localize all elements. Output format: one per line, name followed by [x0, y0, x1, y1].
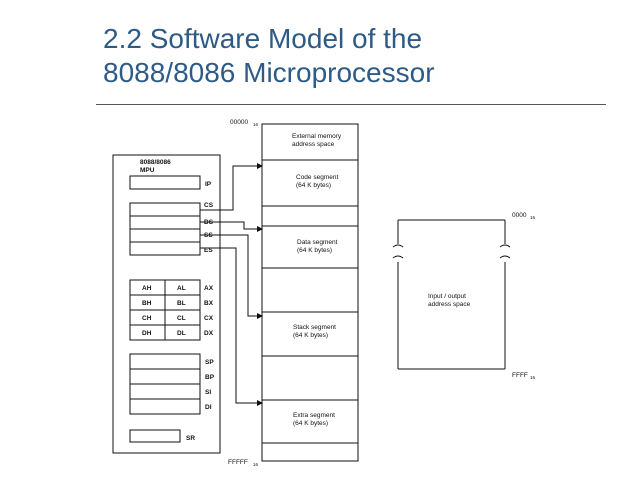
- cs-register: [129, 202, 201, 217]
- io-label-2: address space: [428, 301, 471, 308]
- slide-title: 2.2 Software Model of the 8088/8086 Micr…: [103, 22, 623, 90]
- ip-label: IP: [205, 181, 212, 188]
- dh-label: DH: [142, 330, 152, 337]
- cs-label: CS: [204, 202, 214, 209]
- io-address-space: Input / output address space 0000 16 FFF…: [392, 212, 536, 380]
- external-memory-label: External memory: [292, 133, 342, 140]
- bx-label: BX: [204, 300, 214, 307]
- ds-to-data-arrow: [200, 221, 263, 232]
- code-segment-label: Code segment: [296, 174, 338, 181]
- es-to-extra-arrow: [200, 247, 263, 406]
- bl-label: BL: [177, 300, 186, 307]
- dx-label: DX: [204, 330, 214, 337]
- ss-to-stack-arrow: [200, 234, 263, 319]
- sp-label: SP: [205, 359, 214, 366]
- mpu-name: 8088/8086: [140, 159, 171, 166]
- si-label: SI: [205, 389, 211, 396]
- segment-connectors: [200, 163, 263, 406]
- io-bottom-address-sub: 16: [530, 375, 536, 380]
- status-register: [129, 429, 181, 443]
- memory-bottom-address: FFFFF: [228, 459, 248, 466]
- sr-label: SR: [186, 435, 195, 442]
- di-label: DI: [205, 404, 212, 411]
- title-divider: [96, 104, 606, 105]
- io-break-right: [499, 244, 511, 259]
- io-bottom-address: FFFF: [512, 372, 528, 379]
- ds-register: [129, 215, 201, 230]
- cx-label: CX: [204, 315, 214, 322]
- mpu-label: MPU: [140, 167, 155, 174]
- ch-label: CH: [142, 315, 152, 322]
- external-memory-label-2: address space: [292, 141, 335, 148]
- ah-label: AH: [142, 285, 152, 292]
- io-break-left: [392, 244, 404, 259]
- memory-bottom-address-sub: 16: [253, 462, 259, 467]
- ss-register: [129, 228, 201, 243]
- slide-title-line-1: 2.2 Software Model of the: [103, 23, 423, 54]
- io-label: Input / output: [428, 293, 466, 300]
- bp-label: BP: [205, 374, 215, 381]
- memory-address-space: 00000 16 External memory address space C…: [228, 119, 359, 467]
- mpu-block: 8088/8086 MPU IP CS DS SS ES AH AL AX BH…: [112, 154, 221, 454]
- slide-title-line-2: 8088/8086 Microprocessor: [103, 57, 435, 88]
- cs-to-code-arrow: [200, 163, 263, 211]
- dl-label: DL: [177, 330, 186, 337]
- stack-segment-size: (64 K bytes): [293, 332, 328, 339]
- memory-top-address: 00000: [230, 119, 248, 126]
- bh-label: BH: [142, 300, 152, 307]
- io-top-address: 0000: [512, 212, 527, 219]
- data-segment-label: Data segment: [297, 239, 338, 246]
- stack-segment-label: Stack segment: [293, 324, 336, 331]
- ip-register: [129, 175, 201, 190]
- es-label: ES: [204, 247, 213, 254]
- io-top-address-sub: 16: [530, 215, 536, 220]
- extra-segment-size: (64 K bytes): [293, 420, 328, 427]
- memory-top-address-sub: 16: [253, 122, 259, 127]
- data-segment-size: (64 K bytes): [297, 247, 332, 254]
- cl-label: CL: [177, 315, 186, 322]
- al-label: AL: [177, 285, 186, 292]
- code-segment-size: (64 K bytes): [296, 182, 331, 189]
- memory-outline: [261, 123, 359, 462]
- extra-segment-label: Extra segment: [293, 412, 335, 419]
- es-register: [129, 241, 201, 256]
- ax-label: AX: [204, 285, 214, 292]
